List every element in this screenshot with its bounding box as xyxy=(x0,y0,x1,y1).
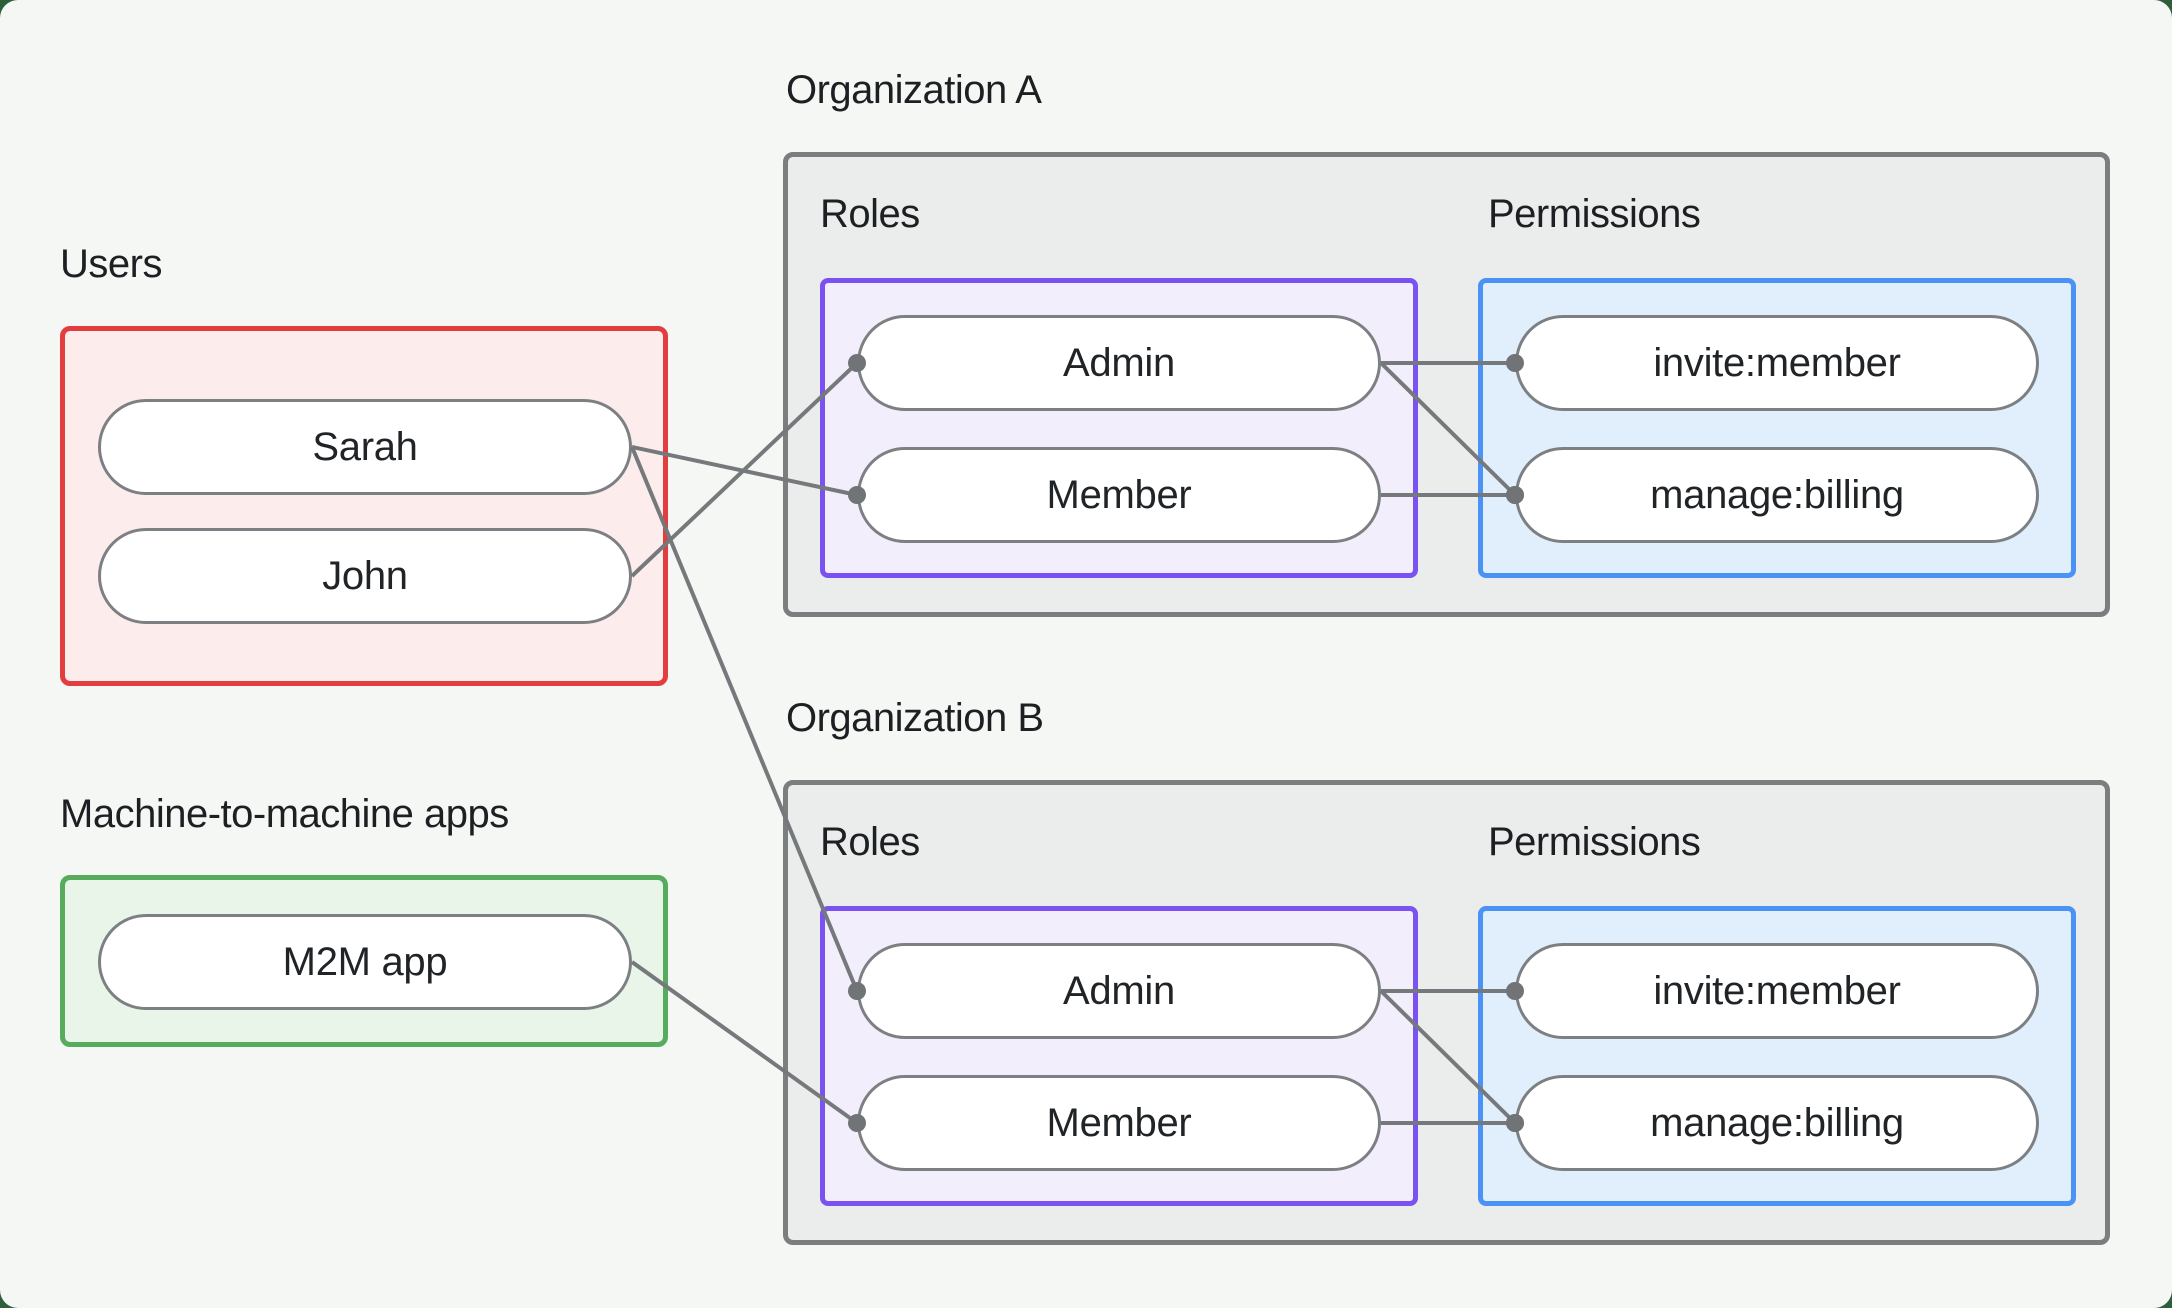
users-group-box xyxy=(60,326,668,686)
org-b-role-member: Member xyxy=(857,1075,1381,1171)
org-a-permission-invite-member: invite:member xyxy=(1515,315,2039,411)
m2m-section-label: Machine-to-machine apps xyxy=(60,792,509,836)
org-a-role-member: Member xyxy=(857,447,1381,543)
m2m-node-app: M2M app xyxy=(98,914,632,1010)
org-b-roles-label: Roles xyxy=(820,820,920,864)
user-node-john: John xyxy=(98,528,632,624)
org-a-permission-manage-billing: manage:billing xyxy=(1515,447,2039,543)
org-a-role-admin: Admin xyxy=(857,315,1381,411)
org-a-roles-label: Roles xyxy=(820,192,920,236)
org-a-label: Organization A xyxy=(786,68,1042,112)
org-b-label: Organization B xyxy=(786,696,1044,740)
users-section-label: Users xyxy=(60,242,162,286)
user-node-sarah: Sarah xyxy=(98,399,632,495)
org-b-role-admin: Admin xyxy=(857,943,1381,1039)
org-a-permissions-label: Permissions xyxy=(1488,192,1701,236)
org-b-permission-invite-member: invite:member xyxy=(1515,943,2039,1039)
org-b-permission-manage-billing: manage:billing xyxy=(1515,1075,2039,1171)
org-b-permissions-label: Permissions xyxy=(1488,820,1701,864)
